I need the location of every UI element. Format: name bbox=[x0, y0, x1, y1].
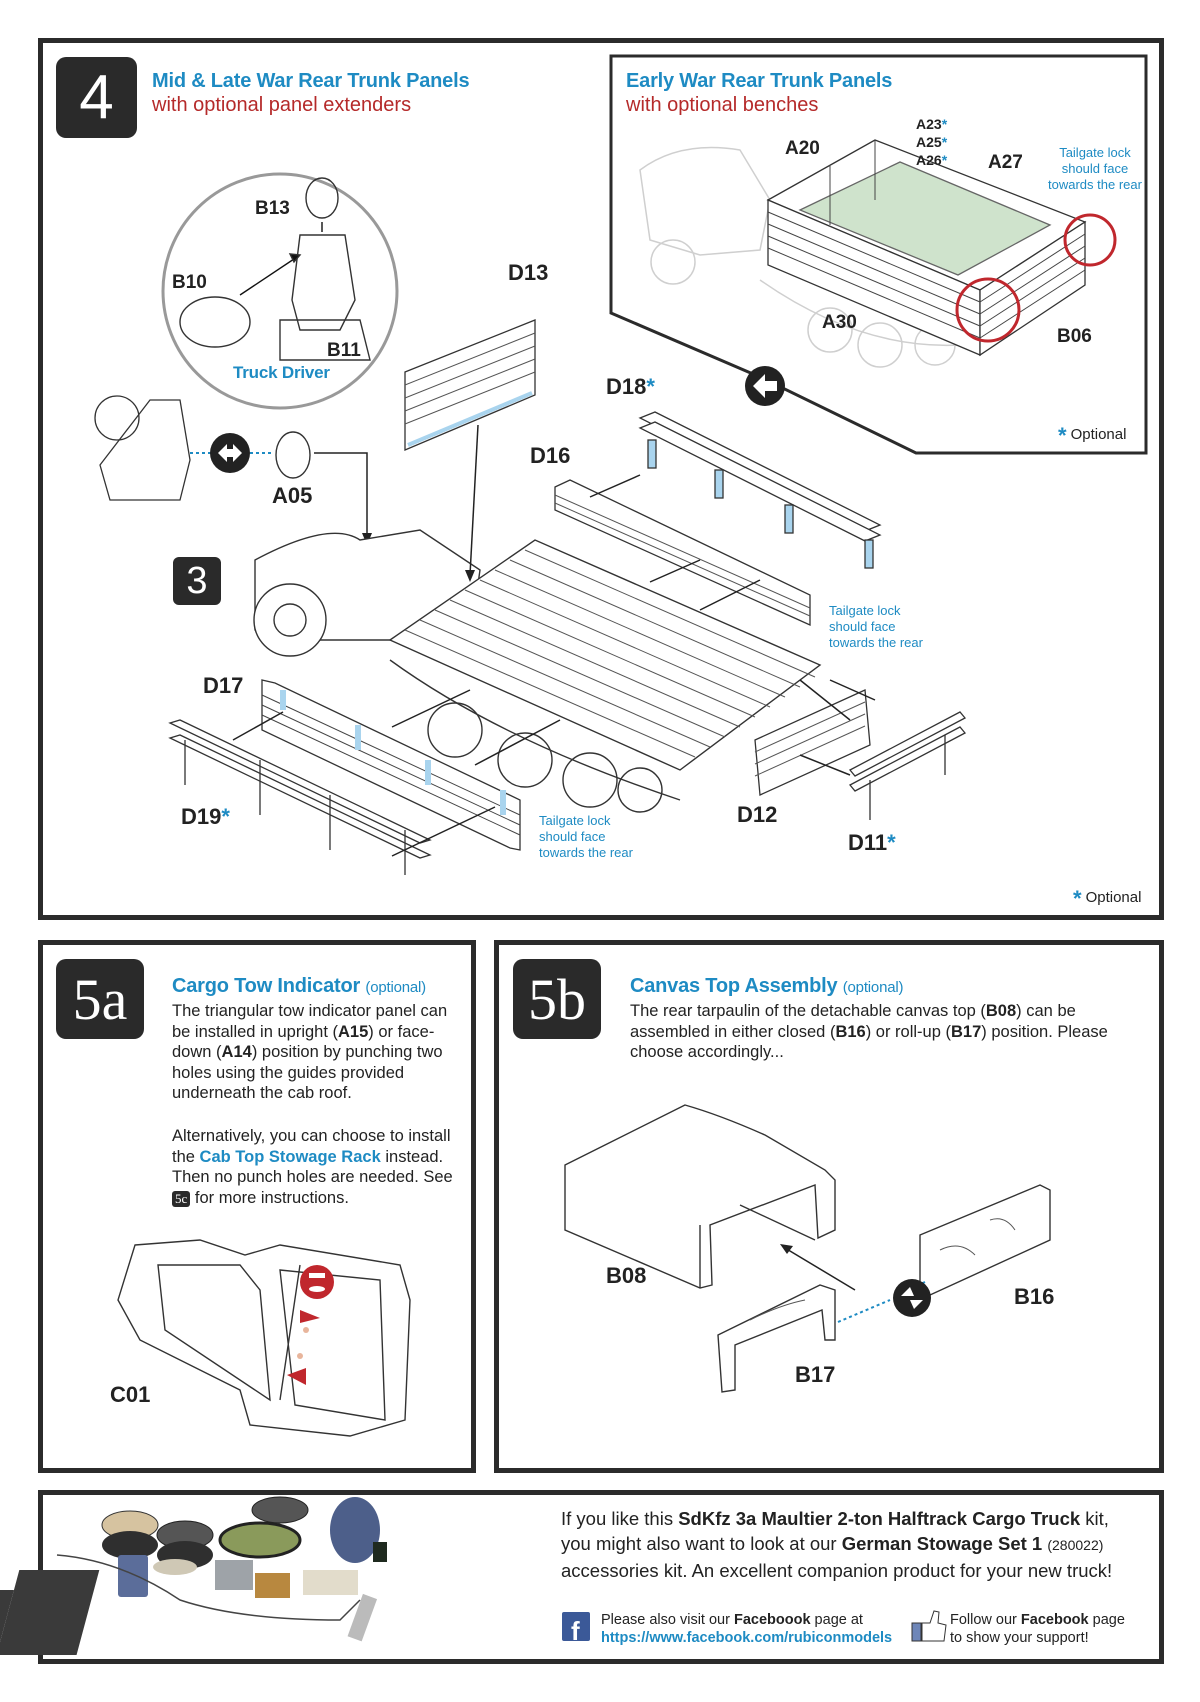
step-4-title: Mid & Late War Rear Trunk Panels bbox=[152, 70, 470, 92]
panel-d18 bbox=[638, 411, 882, 569]
step-5a-alternative: Alternatively, you can choose to install… bbox=[172, 1127, 453, 1207]
part-label-a26: A26* bbox=[916, 152, 948, 168]
part-label-a30: A30 bbox=[822, 312, 857, 333]
promo-text: If you like this SdKfz 3a Maultier 2-ton… bbox=[561, 1508, 1113, 1581]
thumbs-up-icon bbox=[911, 1610, 947, 1642]
part-label-d18: D18* bbox=[606, 374, 655, 399]
tailgate-note-d16: Tailgate lock should face towards the re… bbox=[829, 603, 923, 650]
facebook-url-link[interactable]: https://www.facebook.com/rubiconmodels bbox=[601, 1630, 893, 1646]
step-5b-title: Canvas Top Assembly (optional) bbox=[630, 975, 904, 997]
part-label-b11: B11 bbox=[327, 340, 361, 361]
inset-tailgate-lock-highlight-2 bbox=[955, 277, 1021, 343]
step-5b-badge: 5b bbox=[513, 959, 601, 1039]
panel-d16 bbox=[554, 479, 811, 627]
stowage-set-name: German Stowage Set 1 bbox=[841, 1533, 1043, 1554]
part-label-d13: D13 bbox=[508, 260, 549, 285]
step-5b-description: The rear tarpaulin of the detachable can… bbox=[630, 1002, 1108, 1061]
optional-key: *Optional bbox=[1073, 886, 1142, 911]
stowage-set-code: (280022) bbox=[1047, 1537, 1104, 1553]
inset-tailgate-lock-highlight-1 bbox=[1063, 213, 1117, 267]
panel-d11 bbox=[848, 711, 967, 820]
step-5a-title: Cargo Tow Indicator (optional) bbox=[172, 975, 426, 997]
driver-caption: Truck Driver bbox=[233, 363, 330, 382]
facebook-icon: f bbox=[562, 1612, 590, 1646]
steering-wheel-a05 bbox=[275, 431, 311, 479]
part-label-c01: C01 bbox=[110, 1382, 151, 1407]
part-label-a23: A23* bbox=[916, 116, 948, 132]
inset-subtitle: with optional benches bbox=[626, 94, 819, 116]
reference-step-3-badge: 3 bbox=[173, 557, 221, 605]
step-4-number: 4 bbox=[79, 63, 114, 132]
panel-d13 bbox=[404, 319, 536, 451]
seated-driver-illustration bbox=[94, 395, 191, 501]
stowage-items bbox=[0, 1496, 387, 1655]
flip-symbol-inset bbox=[745, 366, 785, 406]
part-label-d12: D12 bbox=[737, 802, 778, 827]
inset-tailgate-note: Tailgate lock should face towards the re… bbox=[1048, 145, 1142, 192]
step-4-subtitle: with optional panel extenders bbox=[152, 94, 412, 116]
driver-detail-circle bbox=[161, 172, 399, 410]
part-label-a27: A27 bbox=[988, 152, 1023, 173]
step-5a-description: The triangular tow indicator panel can b… bbox=[172, 1002, 448, 1102]
part-label-d16: D16 bbox=[530, 443, 571, 468]
facebook-follow: Follow our Facebook page to show your su… bbox=[950, 1612, 1125, 1646]
step-5a-badge: 5a bbox=[56, 959, 144, 1039]
part-label-b13: B13 bbox=[255, 198, 290, 219]
flip-symbol-canvas bbox=[893, 1279, 931, 1317]
part-label-d17: D17 bbox=[203, 673, 244, 698]
panel-d19 bbox=[168, 719, 432, 875]
truck-chassis-illustration bbox=[253, 529, 822, 813]
part-label-b06: B06 bbox=[1057, 326, 1092, 347]
inset-title: Early War Rear Trunk Panels bbox=[626, 70, 893, 92]
part-label-a05: A05 bbox=[272, 483, 313, 508]
part-label-d19: D19* bbox=[181, 804, 230, 829]
part-label-b10: B10 bbox=[172, 272, 207, 293]
part-label-a20: A20 bbox=[785, 138, 820, 159]
svg-text:f: f bbox=[571, 1616, 580, 1646]
part-label-d11: D11* bbox=[848, 830, 896, 855]
flip-symbol-driver bbox=[210, 433, 250, 473]
inset-cargo-box bbox=[766, 139, 1087, 357]
driver-figure bbox=[179, 177, 371, 361]
tailgate-note-d17: Tailgate lock should face towards the re… bbox=[539, 813, 633, 860]
part-label-a25: A25* bbox=[916, 134, 948, 150]
part-label-b16: B16 bbox=[1014, 1284, 1055, 1309]
panel-d12 bbox=[754, 689, 871, 796]
punch-guide-marks bbox=[287, 1265, 334, 1385]
step-5c-reference-badge: 5c bbox=[172, 1190, 191, 1207]
facebook-visit: Please also visit our Faceboook page at … bbox=[601, 1612, 893, 1646]
canvas-top-b08 bbox=[564, 1104, 836, 1289]
step-4-badge: 4 bbox=[56, 57, 137, 138]
roll-up-tarp-b17 bbox=[717, 1284, 836, 1393]
inset-optional-key: *Optional bbox=[1058, 423, 1127, 448]
part-label-b17: B17 bbox=[795, 1362, 836, 1387]
cab-top-stowage-rack-link: Cab Top Stowage Rack bbox=[199, 1147, 381, 1166]
kit-name: SdKfz 3a Maultier 2-ton Halftrack Cargo … bbox=[678, 1508, 1081, 1529]
part-label-b08: B08 bbox=[606, 1263, 647, 1288]
